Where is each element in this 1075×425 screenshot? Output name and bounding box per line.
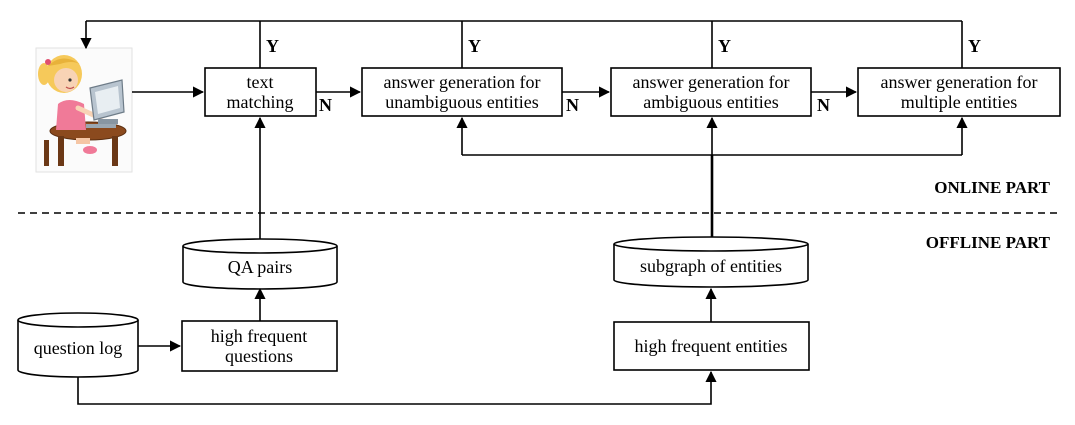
yes-label-4: Y bbox=[968, 36, 981, 56]
question-log-label: question log bbox=[34, 338, 123, 358]
ambiguous-label-1: answer generation for bbox=[633, 72, 790, 92]
unambiguous-label-2: unambiguous entities bbox=[385, 92, 538, 112]
text-matching-label-1: text bbox=[247, 72, 274, 92]
text-matching-node: text matching bbox=[204, 67, 317, 117]
yes-label-1: Y bbox=[266, 36, 279, 56]
ambiguous-answer-node: answer generation for ambiguous entities bbox=[610, 67, 812, 117]
no-label-3: N bbox=[817, 95, 830, 115]
no-label-1: N bbox=[319, 95, 332, 115]
question-log-database: question log bbox=[17, 312, 139, 378]
text-matching-label-2: matching bbox=[227, 92, 294, 112]
girl-at-computer-icon bbox=[35, 47, 133, 173]
multiple-label-2: multiple entities bbox=[901, 92, 1017, 112]
qa-pairs-label: QA pairs bbox=[228, 257, 293, 277]
ambiguous-label-2: ambiguous entities bbox=[643, 92, 778, 112]
qa-pairs-database: QA pairs bbox=[182, 238, 338, 290]
yes-label-2: Y bbox=[468, 36, 481, 56]
unambiguous-answer-node: answer generation for unambiguous entiti… bbox=[361, 67, 563, 117]
log-to-hfe-arrow bbox=[77, 370, 717, 405]
no-label-2: N bbox=[566, 95, 579, 115]
multiple-label-1: answer generation for bbox=[881, 72, 1038, 92]
subgraph-database: subgraph of entities bbox=[613, 236, 809, 288]
unambiguous-label-1: answer generation for bbox=[384, 72, 541, 92]
subgraph-label: subgraph of entities bbox=[640, 256, 782, 276]
online-part-label: ONLINE PART bbox=[934, 178, 1050, 197]
hf-questions-label-1: high frequent bbox=[211, 326, 307, 346]
high-frequent-questions-node: high frequent questions bbox=[181, 320, 338, 372]
yes-label-3: Y bbox=[718, 36, 731, 56]
offline-part-label: OFFLINE PART bbox=[926, 233, 1051, 252]
hf-questions-label-2: questions bbox=[225, 346, 293, 366]
high-frequent-entities-node: high frequent entities bbox=[613, 321, 810, 371]
hf-entities-label: high frequent entities bbox=[635, 336, 788, 356]
multiple-answer-node: answer generation for multiple entities bbox=[857, 67, 1061, 117]
